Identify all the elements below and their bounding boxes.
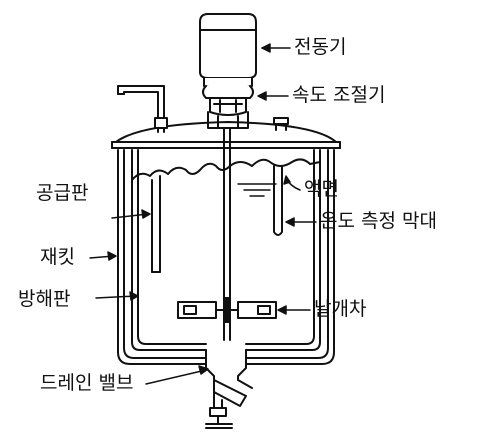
speed-controller-body bbox=[202, 85, 254, 129]
temp-rod-label: 온도 측정 막대 bbox=[320, 210, 437, 232]
thermometer-rod bbox=[273, 165, 283, 236]
motor-body bbox=[199, 13, 257, 90]
drain-valve-label: 드레인 밸브 bbox=[40, 372, 134, 394]
speed-controller-label: 속도 조절기 bbox=[292, 84, 386, 106]
vessel-wall bbox=[131, 149, 321, 351]
motor-label: 전동기 bbox=[294, 36, 347, 58]
jacket-wall bbox=[117, 149, 335, 365]
impeller-label: 날개차 bbox=[314, 298, 367, 320]
vessel-lid bbox=[111, 121, 341, 149]
impeller-blades bbox=[177, 297, 277, 323]
drain-valve-body bbox=[205, 349, 253, 429]
liquid-level-label: 액면 bbox=[304, 178, 339, 200]
lid-cap bbox=[273, 117, 289, 131]
baffle-label: 방해판 bbox=[18, 288, 71, 310]
leader-lines bbox=[89, 43, 317, 385]
inlet-pipe bbox=[117, 85, 168, 133]
liquid-level-marks bbox=[237, 183, 277, 197]
feed-pipe bbox=[151, 175, 161, 273]
jacket-label: 재킷 bbox=[40, 246, 75, 268]
liquid-surface bbox=[131, 158, 321, 181]
feed-pipe-label: 공급판 bbox=[36, 182, 89, 204]
